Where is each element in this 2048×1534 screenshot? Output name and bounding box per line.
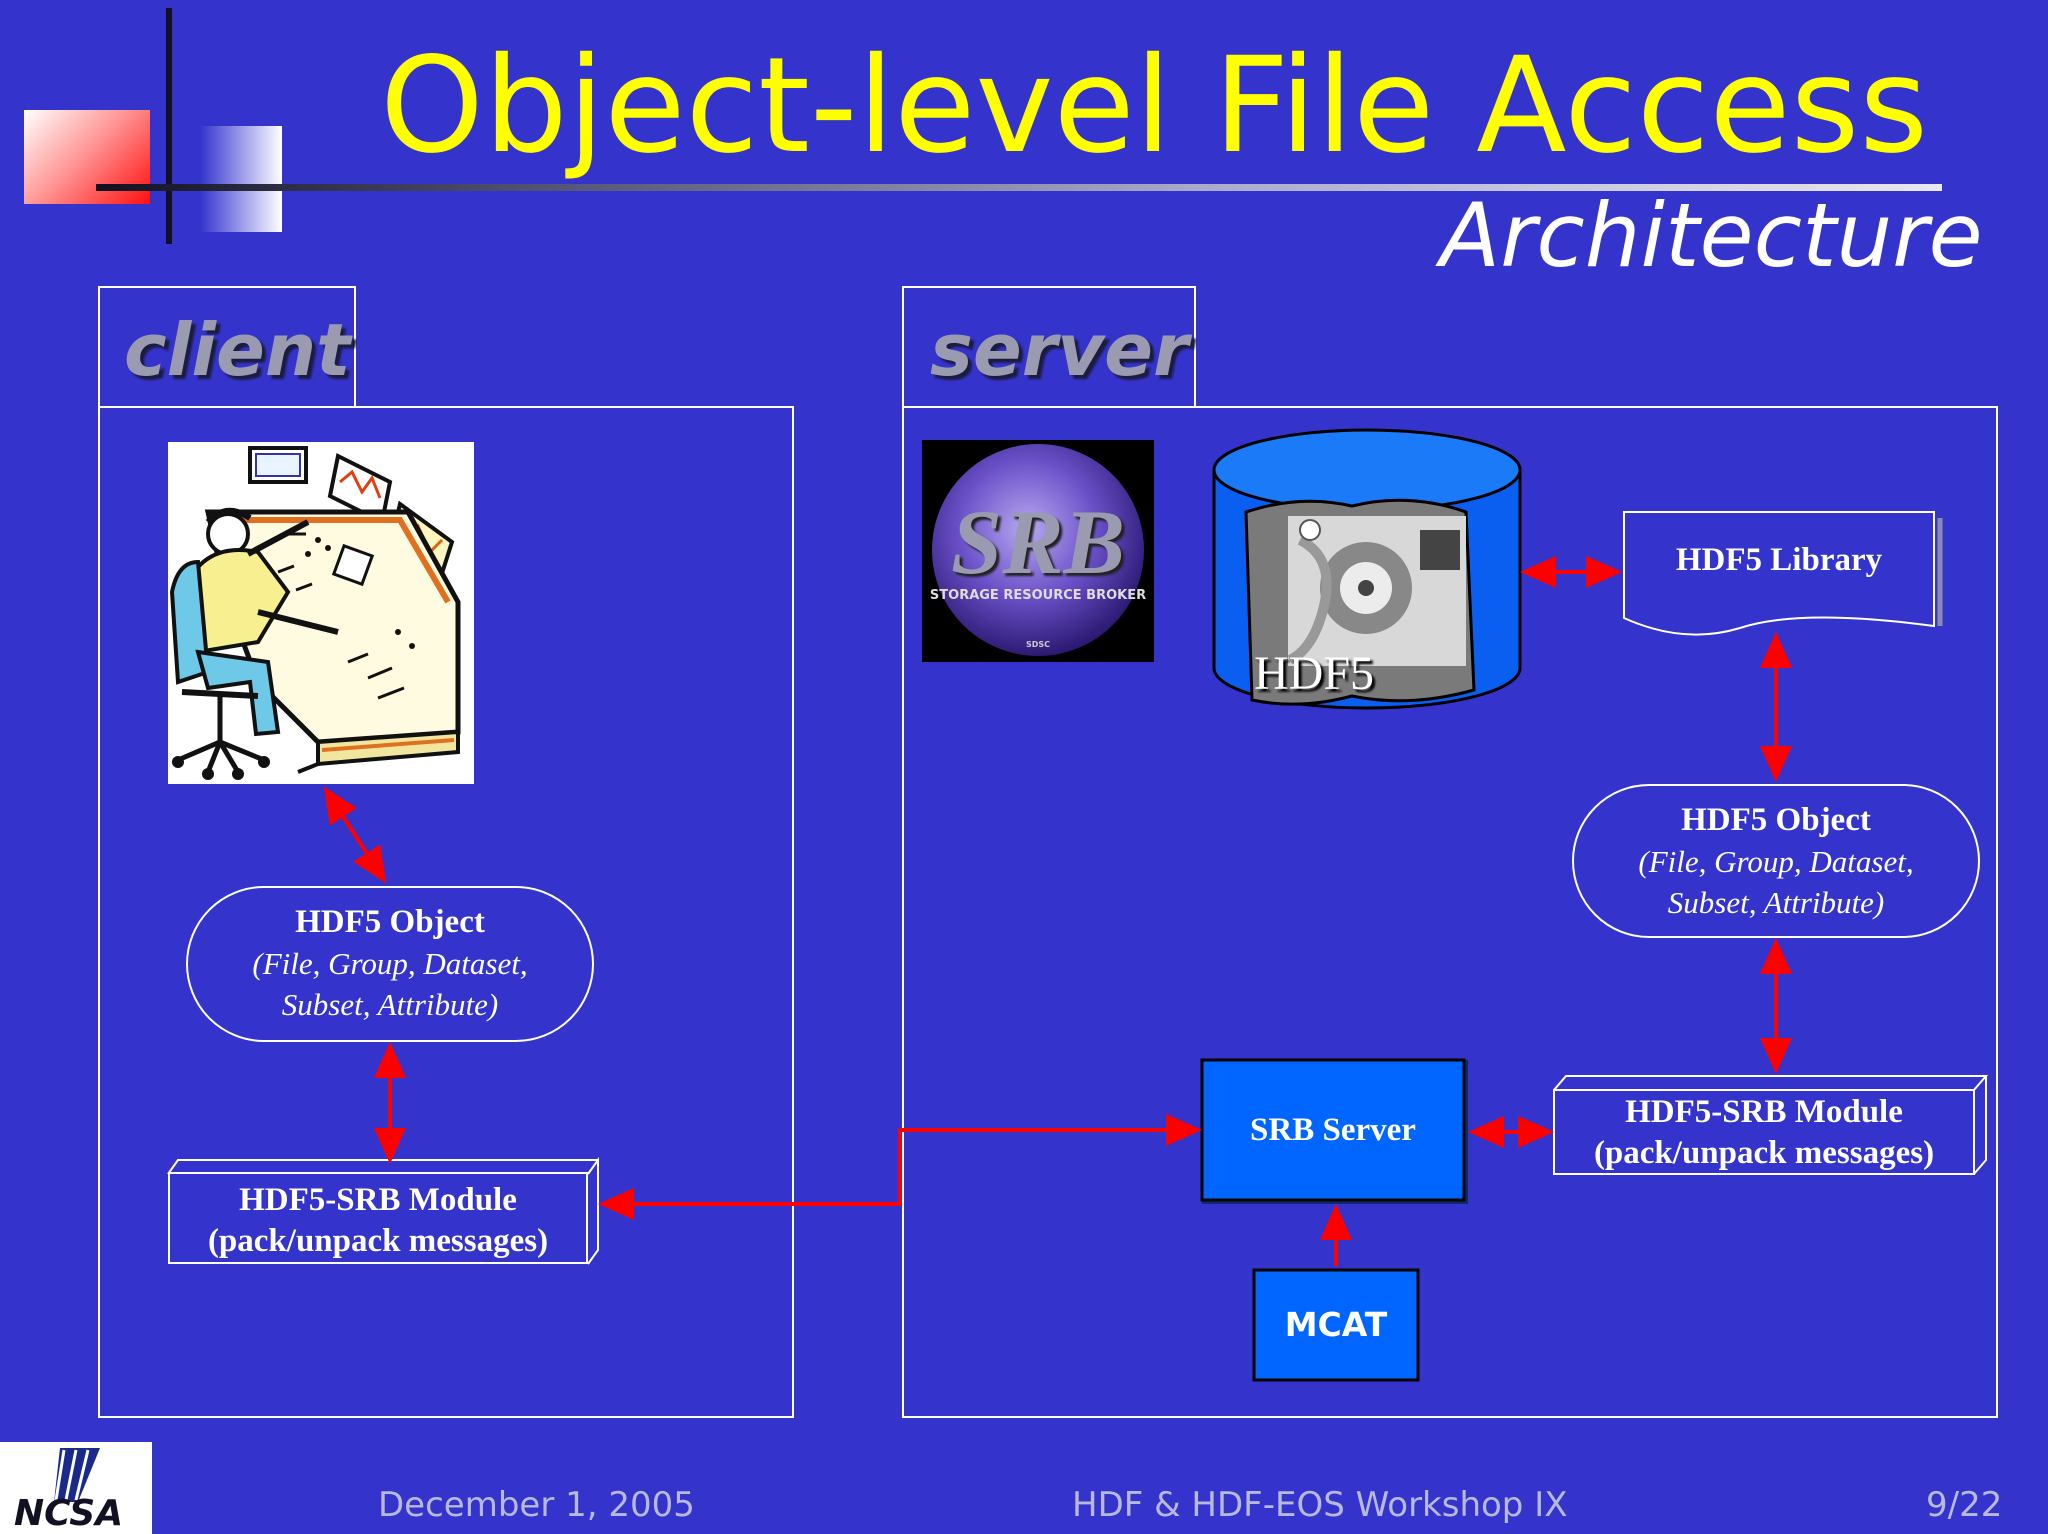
arrow-clipart-object [323, 786, 387, 884]
server-hdf5-object-box: HDF5 Object (File, Group, Dataset, Subse… [1572, 784, 1980, 938]
client-object-title: HDF5 Object [295, 904, 485, 940]
server-module-line2: (pack/unpack messages) [1593, 1135, 1935, 1171]
satellite-image [1287, 516, 1466, 666]
slide-title: Object-level File Access [380, 29, 1929, 183]
client-tab [98, 286, 356, 408]
client-module-line2: (pack/unpack messages) [207, 1223, 549, 1259]
title-underline [96, 184, 1942, 191]
client-module-line1: HDF5-SRB Module [239, 1182, 517, 1218]
server-object-line2: (File, Group, Dataset, [1638, 844, 1914, 879]
srb-logo-caption: STORAGE RESOURCE BROKER [929, 588, 1147, 603]
arrow-client-srb [598, 1114, 1202, 1220]
server-tab [902, 286, 1196, 408]
footer-date: December 1, 2005 [378, 1485, 695, 1525]
srb-globe [932, 444, 1144, 656]
ncsa-logo: NCSA [0, 1442, 152, 1534]
client-object-line2: (File, Group, Dataset, [252, 946, 528, 981]
hdf5-library-box [1623, 511, 1935, 636]
client-tab-label: client [124, 308, 351, 392]
client-workstation-clipart [168, 442, 474, 784]
client-hdf5-object-box: HDF5 Object (File, Group, Dataset, Subse… [186, 886, 594, 1042]
srb-logo: SRB STORAGE RESOURCE BROKER SDSC [922, 440, 1154, 662]
srb-server-label: SRB Server [1250, 1112, 1416, 1148]
server-panel [902, 406, 1998, 1418]
srb-server-box [1200, 1058, 1466, 1202]
slide-subtitle: Architecture [1440, 184, 1983, 287]
server-tab-label: server [930, 308, 1189, 392]
server-object-line3: Subset, Attribute) [1667, 885, 1885, 920]
server-module-frame [1553, 1075, 1989, 1175]
server-module-line1: HDF5-SRB Module [1625, 1094, 1903, 1130]
ncsa-logo-text: NCSA [14, 1493, 124, 1534]
client-panel [98, 406, 794, 1418]
footer-event: HDF & HDF-EOS Workshop IX [1072, 1485, 1568, 1525]
client-object-line3: Subset, Attribute) [281, 987, 499, 1022]
workstation-icon [169, 446, 461, 780]
mcat-label: MCAT [1284, 1305, 1388, 1344]
footer-page-number: 9/22 [1926, 1485, 2003, 1525]
mcat-box [1252, 1268, 1420, 1382]
srb-logo-text: SRB [951, 491, 1125, 593]
database-label: HDF5 [1254, 647, 1375, 700]
server-object-title: HDF5 Object [1681, 802, 1871, 838]
decor-vertical-line [166, 8, 172, 244]
srb-logo-small: SDSC [1025, 640, 1051, 649]
decor-blue-square [200, 126, 282, 232]
ncsa-logo-mark [54, 1448, 100, 1502]
hdf5-library-label: HDF5 Library [1675, 542, 1883, 578]
server-hdf5-srb-module: HDF5-SRB Module (pack/unpack messages) [1554, 1092, 1974, 1176]
client-hdf5-srb-module: HDF5-SRB Module (pack/unpack messages) [168, 1172, 588, 1264]
